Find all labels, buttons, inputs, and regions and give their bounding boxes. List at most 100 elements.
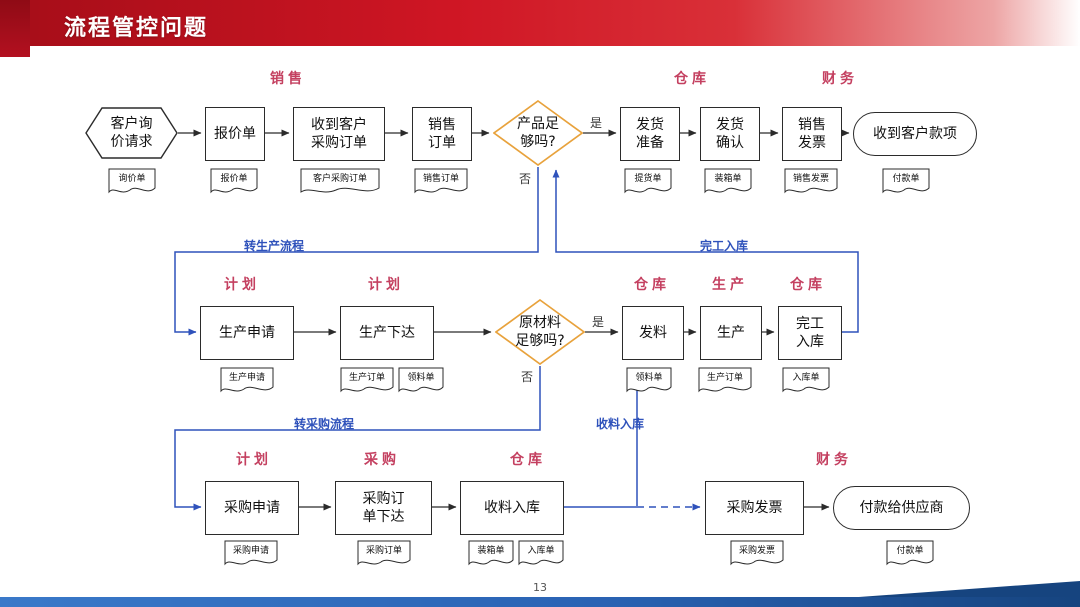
document-label: 付款单 xyxy=(896,546,924,556)
flow-node-label: 发货 准备 xyxy=(636,116,664,151)
flow-node-label: 收料入库 xyxy=(484,499,540,516)
branch-label: 否 xyxy=(521,370,534,384)
flow-node-label: 产品足 够吗? xyxy=(517,115,559,150)
flow-node-label: 收到客户 采购订单 xyxy=(311,116,367,151)
flow-node-label: 采购订 单下达 xyxy=(362,490,405,525)
document-label: 装箱单 xyxy=(477,546,505,556)
document-label: 付款单 xyxy=(892,174,920,184)
black-flow-arrows xyxy=(178,129,850,511)
flow-node-label: 发货 确认 xyxy=(716,116,744,151)
flow-node-label: 采购申请 xyxy=(224,499,280,516)
hexagon-shape xyxy=(85,107,178,159)
document-shape xyxy=(398,367,444,393)
document-label: 入库单 xyxy=(527,546,555,556)
document-symbol: 装箱单 xyxy=(468,540,514,570)
document-shape xyxy=(220,367,274,393)
flow-node-label: 销售 订单 xyxy=(428,116,456,151)
dept-label: 计划 xyxy=(224,277,260,293)
flow-node-label: 生产申请 xyxy=(219,324,275,341)
decision-shape xyxy=(493,100,583,166)
document-symbol: 报价单 xyxy=(210,168,258,198)
flow-node-enough-raw-materials: 原材料 足够吗? xyxy=(495,299,585,365)
dept-label: 仓库 xyxy=(790,277,826,293)
document-shape xyxy=(784,168,838,194)
document-label: 入库单 xyxy=(792,373,820,383)
flow-node-shipping-confirmation: 发货 确认 xyxy=(700,107,760,161)
flow-node-issue-materials: 发料 xyxy=(622,306,684,360)
flow-node-label: 收到客户款项 xyxy=(873,125,957,142)
document-shape xyxy=(340,367,394,393)
document-shape xyxy=(782,367,830,393)
document-symbol: 客户采购订单 xyxy=(300,168,380,198)
document-shape xyxy=(704,168,752,194)
flow-node-label: 报价单 xyxy=(214,125,256,142)
flow-node-label: 发料 xyxy=(639,324,667,341)
flow-node-sales-invoice: 销售 发票 xyxy=(782,107,842,161)
flow-node-production-release: 生产下达 xyxy=(340,306,434,360)
document-symbol: 销售发票 xyxy=(784,168,838,198)
document-symbol: 采购订单 xyxy=(357,540,411,570)
flow-node-purchase-order-release: 采购订 单下达 xyxy=(335,481,432,535)
flow-node-purchase-request: 采购申请 xyxy=(205,481,299,535)
document-symbol: 采购申请 xyxy=(224,540,278,570)
flow-node-receive-customer-po: 收到客户 采购订单 xyxy=(293,107,385,161)
dept-label: 计划 xyxy=(236,452,272,468)
document-label: 生产申请 xyxy=(228,373,265,383)
document-label: 客户采购订单 xyxy=(312,174,367,184)
document-shape xyxy=(882,168,930,194)
document-shape xyxy=(518,540,564,566)
flow-node-finished-goods-receipt: 完工 入库 xyxy=(778,306,842,360)
document-symbol: 入库单 xyxy=(518,540,564,570)
title-banner xyxy=(0,0,1080,46)
document-symbol: 入库单 xyxy=(782,367,830,397)
document-symbol: 生产订单 xyxy=(698,367,752,397)
document-label: 销售发票 xyxy=(792,174,829,184)
flow-node-label: 生产下达 xyxy=(359,324,415,341)
flow-node-receive-customer-payment: 收到客户款项 xyxy=(853,112,977,156)
document-shape xyxy=(624,168,672,194)
document-symbol: 销售订单 xyxy=(414,168,468,198)
document-label: 装箱单 xyxy=(714,174,742,184)
document-symbol: 生产申请 xyxy=(220,367,274,397)
document-shape xyxy=(698,367,752,393)
flow-node-customer-inquiry-request: 客户询 价请求 xyxy=(85,107,178,159)
document-shape xyxy=(357,540,411,566)
flow-node-quotation: 报价单 xyxy=(205,107,265,161)
connector-label: 转生产流程 xyxy=(244,239,305,253)
document-shape xyxy=(210,168,258,194)
flow-node-receive-materials: 收料入库 xyxy=(460,481,564,535)
dept-label: 计划 xyxy=(368,277,404,293)
document-label: 询价单 xyxy=(118,174,146,184)
document-label: 销售订单 xyxy=(422,174,459,184)
page-number: 13 xyxy=(533,581,547,594)
flow-node-enough-products: 产品足 够吗? xyxy=(493,100,583,166)
document-shape xyxy=(300,168,380,193)
document-label: 领料单 xyxy=(407,373,435,383)
document-symbol: 付款单 xyxy=(882,168,930,198)
flow-node-pay-supplier: 付款给供应商 xyxy=(833,486,970,530)
document-shape xyxy=(414,168,468,194)
flow-node-production-request: 生产申请 xyxy=(200,306,294,360)
dept-label: 财务 xyxy=(822,71,858,87)
document-symbol: 询价单 xyxy=(108,168,156,198)
dept-label: 采购 xyxy=(364,452,400,468)
flow-node-label: 付款给供应商 xyxy=(859,499,944,516)
flow-node-label: 原材料 足够吗? xyxy=(515,314,565,349)
dept-label: 销售 xyxy=(270,71,306,87)
document-label: 生产订单 xyxy=(348,373,385,383)
flow-node-label: 完工 入库 xyxy=(796,315,824,350)
dept-label: 生产 xyxy=(712,277,748,293)
connector-label: 转采购流程 xyxy=(294,417,355,431)
flow-node-label: 客户询 价请求 xyxy=(110,115,153,150)
flow-node-shipping-preparation: 发货 准备 xyxy=(620,107,680,161)
flow-node-label: 生产 xyxy=(717,324,745,341)
connector-label: 收料入库 xyxy=(596,417,645,431)
branch-label: 是 xyxy=(590,116,603,130)
document-shape xyxy=(468,540,514,566)
document-symbol: 付款单 xyxy=(886,540,934,570)
dept-label: 仓库 xyxy=(674,71,710,87)
document-symbol: 生产订单 xyxy=(340,367,394,397)
document-shape xyxy=(224,540,278,566)
document-shape xyxy=(108,168,156,194)
branch-label: 否 xyxy=(519,172,532,186)
